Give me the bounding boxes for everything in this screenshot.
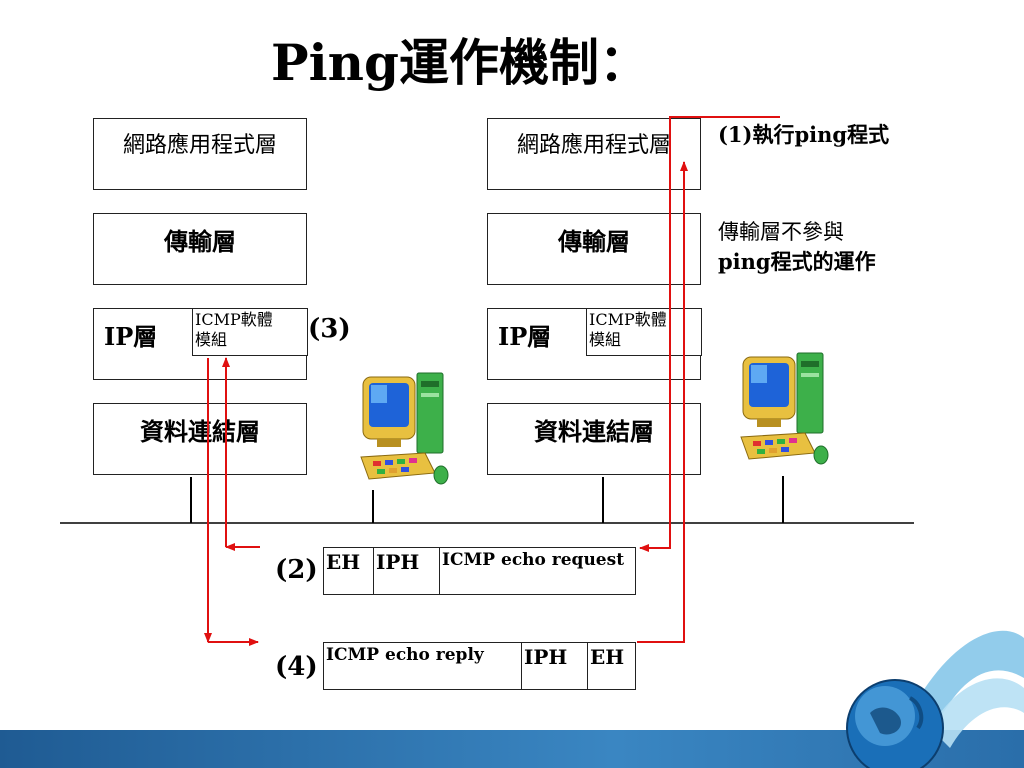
left-icmp-module-line1: ICMP軟體: [195, 310, 273, 329]
left-transport-layer-label: 傳輸層: [164, 227, 236, 256]
step4-label: (4): [275, 652, 318, 682]
transport-note-line1: 傳輸層不參與: [718, 220, 844, 244]
left-icmp-module: ICMP軟體 模組: [192, 308, 308, 356]
left-icmp-module-line2: 模組: [195, 330, 228, 349]
transport-note: 傳輸層不參與 ping程式的運作: [718, 217, 876, 277]
left-datalink-layer-label: 資料連結層: [140, 417, 260, 446]
computer-icon: [740, 352, 829, 465]
right-icmp-module: ICMP軟體 模組: [586, 308, 702, 356]
step1-label: (1)執行ping程式: [718, 122, 890, 147]
request-packet-payload: ICMP echo request: [442, 550, 625, 570]
right-ip-layer-box: IP層 ICMP軟體 模組: [487, 308, 702, 380]
left-transport-layer-box: 傳輸層: [93, 213, 307, 285]
left-ip-layer-label: IP層: [104, 322, 158, 351]
right-transport-layer-box: 傳輸層: [487, 213, 701, 285]
transport-note-line2: ping程式的運作: [718, 249, 876, 274]
step2-label: (2): [275, 555, 318, 585]
left-ip-layer-box: IP層 ICMP軟體 模組: [93, 308, 308, 380]
right-icmp-module-line2: 模組: [589, 330, 622, 349]
right-app-layer-box: 網路應用程式層: [487, 118, 701, 190]
request-path-arrow: [639, 116, 780, 552]
right-datalink-layer-box: 資料連結層: [487, 403, 701, 475]
reply-packet-iph: IPH: [522, 643, 588, 689]
left-datalink-layer-box: 資料連結層: [93, 403, 307, 475]
left-app-layer-label: 網路應用程式層: [122, 133, 277, 158]
request-packet: EH IPH ICMP echo request: [323, 547, 636, 595]
reply-packet-eh: EH: [590, 645, 625, 669]
right-ip-layer-label: IP層: [498, 322, 552, 351]
page-title: Ping運作機制：: [271, 33, 649, 92]
reply-packet: ICMP echo reply IPH EH: [323, 642, 636, 690]
globe-logo-icon: [846, 630, 1024, 768]
right-datalink-layer-label: 資料連結層: [534, 417, 654, 446]
reply-packet-payload: ICMP echo reply: [324, 643, 522, 689]
right-app-layer-label: 網路應用程式層: [516, 133, 671, 158]
computer-icon: [360, 372, 449, 485]
right-icmp-module-line1: ICMP軟體: [589, 310, 667, 329]
reply-return-arrow: [637, 161, 688, 643]
request-packet-iph: IPH: [374, 548, 440, 594]
left-app-layer-box: 網路應用程式層: [93, 118, 307, 190]
step3-label: (3): [308, 314, 351, 344]
right-transport-layer-label: 傳輸層: [558, 227, 630, 256]
request-packet-eh: EH: [324, 548, 374, 594]
